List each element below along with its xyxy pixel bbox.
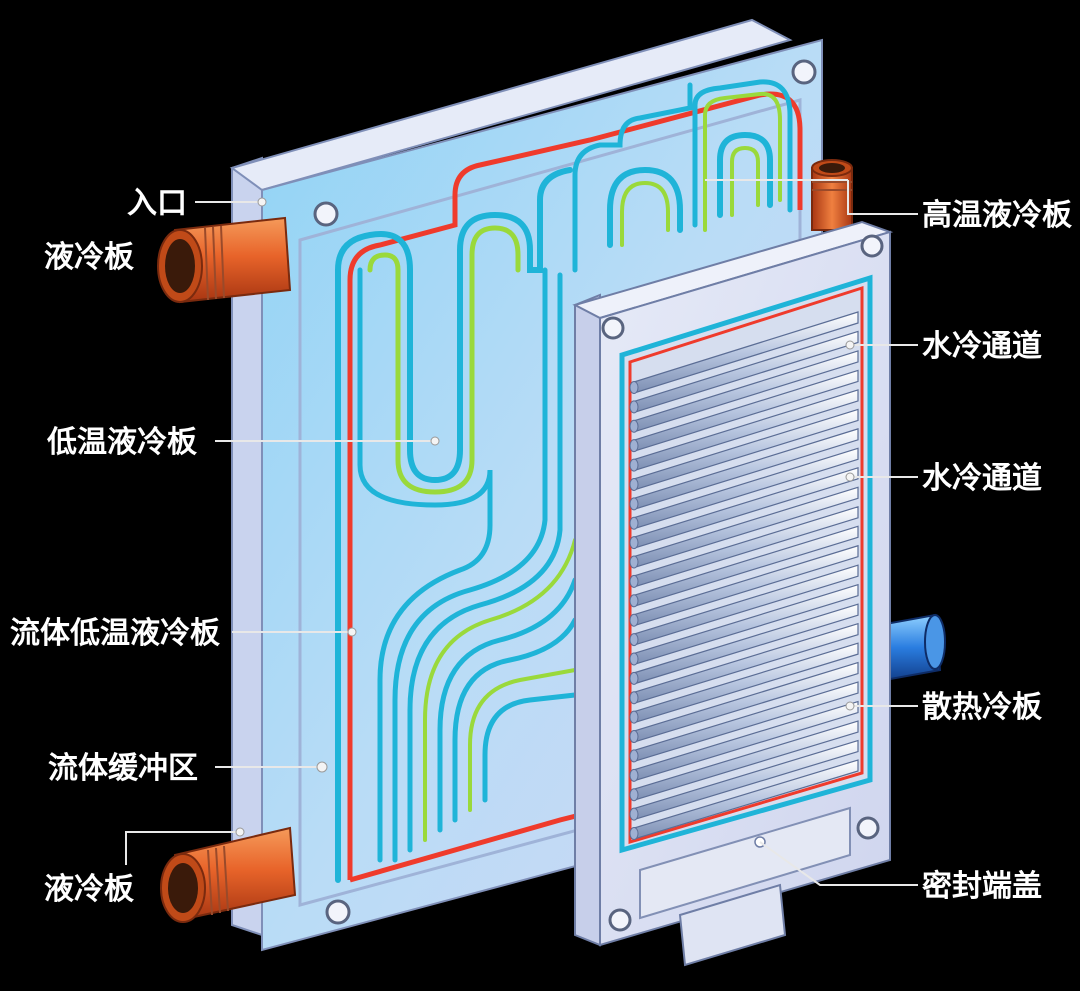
fin-end-cap xyxy=(629,827,639,840)
fin-end-cap xyxy=(629,439,639,453)
fin-end-cap xyxy=(629,652,639,666)
label-low-temp-plate: 低温液冷板 xyxy=(46,425,197,460)
blue-side-pipe xyxy=(878,613,946,682)
front-plate-foot xyxy=(678,883,787,967)
front-plate-bolts xyxy=(601,234,884,932)
fin-end-cap xyxy=(629,419,639,433)
label-seal-cap: 密封端盖 xyxy=(922,869,1042,904)
fin-end-cap xyxy=(629,633,639,647)
fin-end-cap xyxy=(629,574,639,588)
fin-end-cap xyxy=(629,788,639,802)
label-fluid-buffer: 流体缓冲区 xyxy=(48,751,198,786)
label-heat-sink-plate: 散热冷板 xyxy=(922,690,1042,725)
fin-end-cap xyxy=(629,381,639,394)
fin-end-cap xyxy=(629,691,639,705)
cooling-fins xyxy=(629,311,859,840)
fin-end-cap xyxy=(629,555,639,569)
fin-end-cap xyxy=(629,458,639,472)
fin-end-cap xyxy=(629,768,639,782)
label-liquid-plate-top: 液冷板 xyxy=(44,240,134,275)
fin-end-cap xyxy=(629,613,639,627)
inlet-pipe-top xyxy=(157,216,292,304)
fin-end-cap xyxy=(629,594,639,608)
outlet-pipe-bottom xyxy=(160,826,297,923)
high-temp-pipe xyxy=(811,159,853,231)
label-water-channel-2: 水冷通道 xyxy=(922,461,1042,496)
fin-end-cap xyxy=(629,749,639,763)
front-plate-side xyxy=(574,293,601,947)
front-heat-sink-plate xyxy=(572,220,894,967)
fin-end-cap xyxy=(629,671,639,685)
hot-channel xyxy=(347,91,803,880)
fin-end-cap xyxy=(629,400,639,414)
fin-end-cap xyxy=(629,536,639,550)
label-fluid-low-temp-plate: 流体低温液冷板 xyxy=(10,616,220,651)
front-channel-red xyxy=(628,285,864,845)
label-high-temp-plate: 高温液冷板 xyxy=(922,198,1072,233)
back-plate-top-edge xyxy=(229,18,793,192)
seal-cap-panel xyxy=(639,806,851,920)
cool-channels xyxy=(335,79,793,883)
label-inlet: 入口 xyxy=(127,186,187,221)
fin-end-cap xyxy=(629,516,639,530)
label-water-channel-1: 水冷通道 xyxy=(922,329,1042,364)
label-liquid-plate-bottom: 液冷板 xyxy=(44,872,134,907)
back-plate-bolts xyxy=(313,59,817,925)
fin-end-cap xyxy=(629,730,639,744)
fin-end-cap xyxy=(629,807,639,821)
fin-end-cap xyxy=(629,497,639,511)
leader-lines xyxy=(125,179,918,886)
fin-end-cap xyxy=(629,477,639,491)
fin-end-cap xyxy=(629,710,639,724)
